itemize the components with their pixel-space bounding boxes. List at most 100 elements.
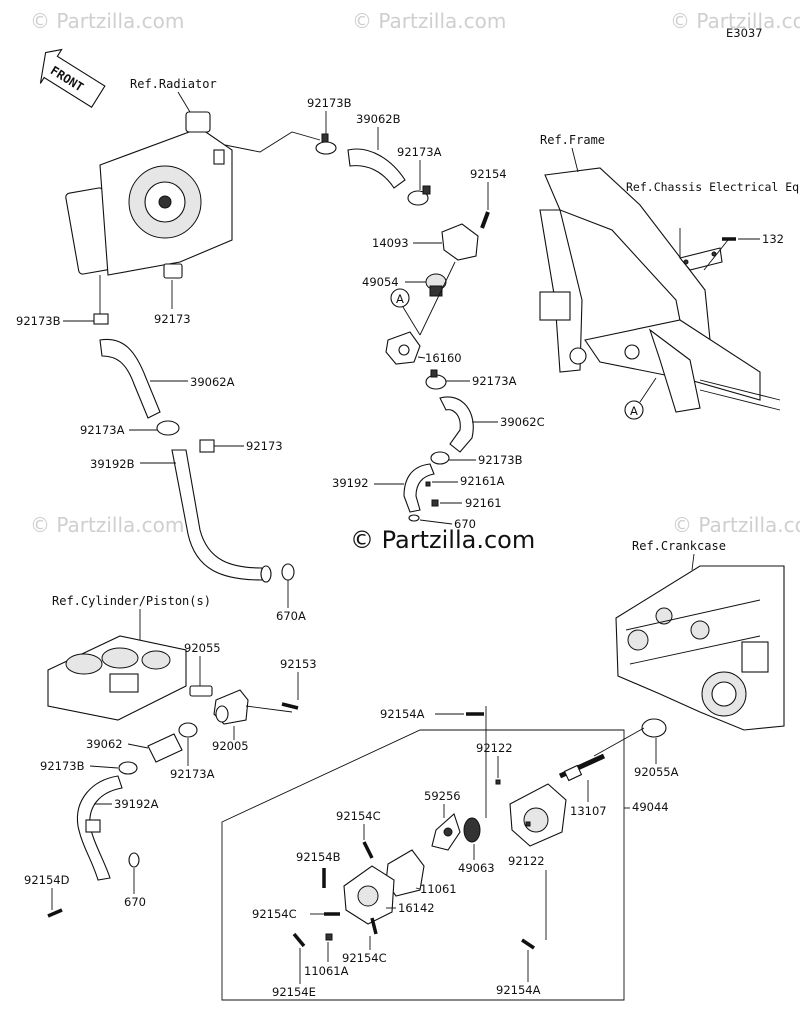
hose-39062a [99,338,161,419]
label-132: 132 [762,232,784,246]
callout-a-1 [390,288,410,308]
oring-670-lower [128,852,140,868]
oring-670-top [408,514,420,522]
shaft-13107 [558,753,606,782]
label-13107: 13107 [570,804,607,818]
clamp-92173-b [199,439,215,453]
ref-frame: Ref.Frame [540,133,605,147]
label-92055: 92055 [184,641,221,655]
clamp-92173b-left [93,313,109,325]
label-59256: 59256 [424,789,461,803]
label-39192b: 39192B [90,457,135,471]
washer-11061a [325,933,333,941]
label-92173b-a: 92173B [307,96,352,110]
callout-a-2-text: A [630,404,638,418]
clamp-92173b-mid [430,451,450,465]
impeller-59256 [431,813,461,851]
hose-39062c [439,396,474,453]
label-92154a-1: 92154A [380,707,425,721]
label-92154c-a: 92154C [336,809,381,823]
label-39192: 39192 [332,476,369,490]
cylinder-assembly [47,635,187,721]
watermark-3: © Partzilla.com [670,9,800,33]
label-92173b-b: 92173B [478,453,523,467]
clamp-92173a-cyl [178,722,198,738]
fitting-16160 [385,331,421,365]
pipe-39192a [76,775,123,881]
clamp-92173a-top [407,185,431,206]
label-92154a-2: 92154A [496,983,541,997]
watermark-center: © Partzilla.com [350,526,535,554]
bolt-92153 [281,702,299,710]
label-11061: 11061 [420,882,457,896]
pipe-39192 [403,463,435,513]
label-92154c-b: 92154C [252,907,297,921]
frame-assembly [539,167,781,413]
watermark-5: © Partzilla.com [672,513,800,537]
label-92154b: 92154B [296,850,341,864]
label-14093: 14093 [372,236,409,250]
pin-92122-a [495,779,501,785]
watermark-1: © Partzilla.com [30,9,184,33]
clamp-92173a-left [156,420,180,436]
ref-radiator: Ref.Radiator [130,77,217,91]
front-arrow-icon: FRONT [39,48,106,108]
hose-39062b [347,148,406,189]
clamp-92173a-mid [425,369,447,390]
label-670-a: 670 [454,517,476,531]
label-92154c-c: 92154C [342,951,387,965]
label-49044: 49044 [632,800,669,814]
pump-body [509,783,567,847]
gasket-92055 [189,685,213,697]
label-92154e: 92154E [272,985,316,999]
label-92055a: 92055A [634,765,679,779]
label-670-b: 670 [124,895,146,909]
label-39192a: 39192A [114,797,159,811]
fitting-92005 [213,689,249,725]
bolt-92154a-bottom [521,938,535,950]
label-39062c: 39062C [500,415,545,429]
label-49054: 49054 [362,275,399,289]
bolt-92154c-c [370,917,378,935]
label-92173-b: 92173 [246,439,283,453]
watermark-2: © Partzilla.com [352,9,506,33]
bolt-92154e [292,932,306,948]
ref-cylinder: Ref.Cylinder/Piston(s) [52,594,211,608]
bracket-chassis [679,247,723,271]
label-92153: 92153 [280,657,317,671]
label-92173b-c: 92173B [16,314,61,328]
seal-49063 [463,817,481,843]
gasket-92161a [425,481,431,487]
label-92154: 92154 [470,167,507,181]
label-92005: 92005 [212,739,249,753]
label-92161: 92161 [465,496,502,510]
cover-16142 [343,865,395,925]
oring-92055a [641,718,667,738]
bolt-92154 [480,211,490,229]
diagram-code: E3037 [726,26,763,40]
ref-chassis: Ref.Chassis Electrical Equipment [626,180,800,194]
bolt-92161 [431,499,439,507]
callout-a-1-text: A [396,292,404,306]
label-670a: 670A [276,609,306,623]
label-39062a: 39062A [190,375,235,389]
label-92173b-d: 92173B [40,759,85,773]
label-92122-b: 92122 [508,854,545,868]
label-11061a: 11061A [304,964,349,978]
bolt-92154c-a [362,841,374,859]
oring-670a [281,563,295,581]
radiator-assembly [65,111,321,279]
watermark-4: © Partzilla.com [30,513,184,537]
thermostat-49054 [425,273,447,297]
label-92173-a: 92173 [154,312,191,326]
label-92173a-4: 92173A [170,767,215,781]
callout-a-2 [624,400,644,420]
clamp-92173b-top [315,133,337,155]
label-39062b: 39062B [356,112,401,126]
label-92173a-1: 92173A [397,145,442,159]
label-92161a: 92161A [460,474,505,488]
label-39062: 39062 [86,737,123,751]
clamp-92173b-cyl [118,761,138,775]
label-49063: 49063 [458,861,495,875]
